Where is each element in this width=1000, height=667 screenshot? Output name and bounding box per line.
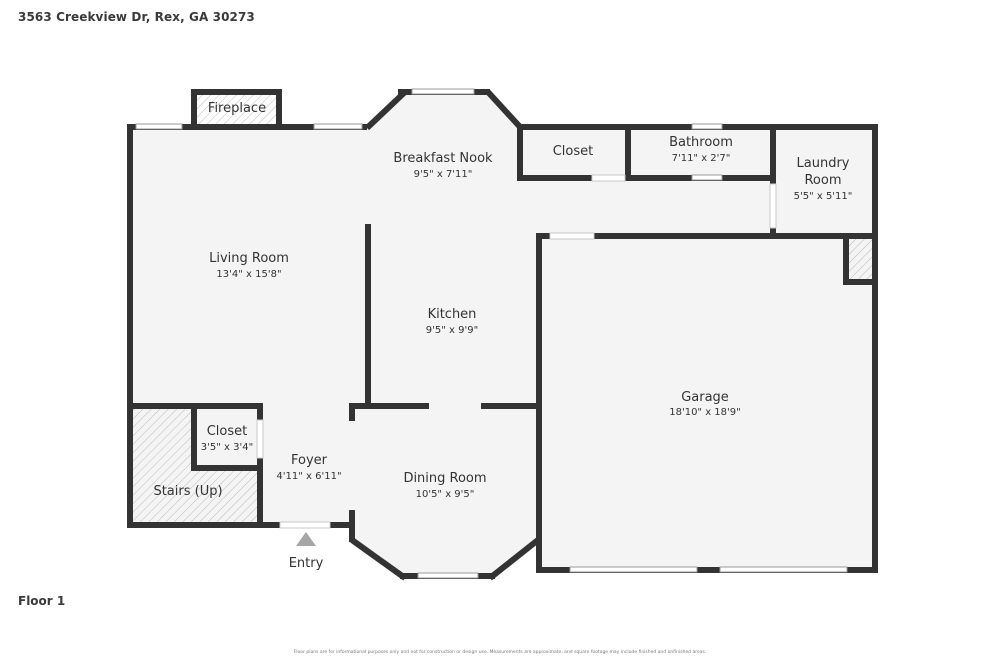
foyer-label: Foyer [291, 453, 328, 468]
foyer-dims: 4'11" x 6'11" [276, 471, 341, 482]
laundry-label-line1: Laundry [797, 156, 850, 171]
door-openings [256, 174, 777, 529]
laundry-dims: 5'5" x 5'11" [794, 191, 853, 202]
garage-label: Garage [681, 390, 729, 405]
closet-top-label: Closet [553, 144, 594, 159]
bathroom-label: Bathroom [669, 135, 733, 150]
closet-left-fill [195, 407, 260, 467]
kitchen-dims: 9'5" x 9'9" [426, 325, 478, 336]
living-room-label: Living Room [209, 251, 289, 266]
breakfast-nook-dims: 9'5" x 7'11" [414, 169, 473, 180]
disclaimer: Floor plans are for informational purpos… [293, 650, 707, 655]
entry-arrow-icon [296, 532, 316, 546]
breakfast-nook-label: Breakfast Nook [393, 151, 493, 166]
dining-room-dims: 10'5" x 9'5" [416, 489, 475, 500]
windows [135, 88, 848, 579]
stairs-label: Stairs (Up) [153, 484, 222, 499]
fireplace-label: Fireplace [208, 101, 266, 116]
garage-dims: 18'10" x 18'9" [669, 407, 741, 418]
entry-label: Entry [289, 556, 324, 571]
walls [127, 89, 878, 581]
living-room-dims: 13'4" x 15'8" [216, 269, 281, 280]
property-address: 3563 Creekview Dr, Rex, GA 30273 [18, 10, 255, 24]
fireplace-hatch [197, 95, 276, 125]
garage-utility-hatch [848, 238, 872, 281]
closet-left-dims: 3'5" x 3'4" [201, 442, 253, 453]
closet-left-label: Closet [207, 424, 248, 439]
laundry-label-line2: Room [804, 173, 841, 188]
floor-label: Floor 1 [18, 594, 66, 608]
kitchen-label: Kitchen [428, 307, 477, 322]
floor-area [130, 92, 875, 578]
dining-room-label: Dining Room [403, 471, 486, 486]
bathroom-dims: 7'11" x 2'7" [672, 153, 731, 164]
